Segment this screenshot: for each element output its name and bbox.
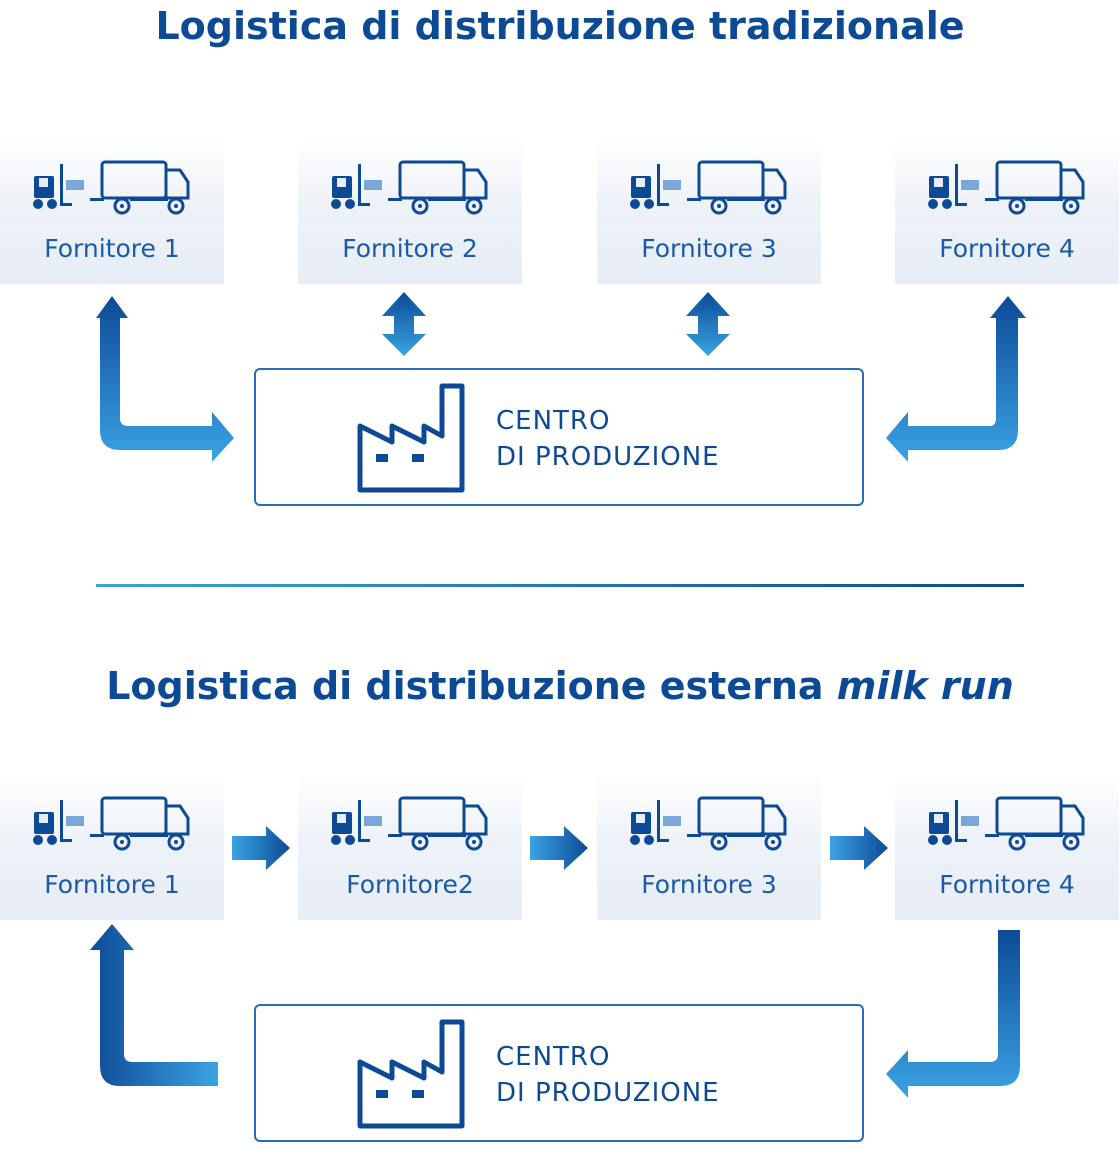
supplier-box-3: Fornitore 3 <box>597 138 821 284</box>
production-center-2: CENTRO DI PRODUZIONE <box>254 1004 864 1142</box>
supplier-box-3: Fornitore 3 <box>597 774 821 920</box>
center-label-line2: DI PRODUZIONE <box>496 1078 720 1108</box>
arrow-supplier1-center <box>96 296 234 462</box>
supplier-label: Fornitore 2 <box>342 234 478 263</box>
section2-title: Logistica di distribuzione esterna milk … <box>0 664 1120 708</box>
arrow-center-supplier1 <box>90 924 218 1086</box>
arrow-chain-1-2 <box>232 826 290 870</box>
arrow-supplier4-center <box>886 930 1020 1098</box>
arrow-chain-3-4 <box>830 826 888 870</box>
supplier-label: Fornitore 1 <box>44 870 180 899</box>
supplier-label: Fornitore2 <box>346 870 474 899</box>
arrow-supplier4-center <box>886 296 1026 462</box>
supplier-label: Fornitore 3 <box>641 234 777 263</box>
supplier-box-2: Fornitore 2 <box>298 138 522 284</box>
arrow-supplier3-center <box>686 292 730 356</box>
supplier-box-1: Fornitore 1 <box>0 774 224 920</box>
supplier-label: Fornitore 4 <box>939 870 1075 899</box>
title-main-text: Logistica di distribuzione esterna <box>106 664 837 708</box>
title-italic-text: milk run <box>836 664 1014 708</box>
center-label-line2: DI PRODUZIONE <box>496 442 720 472</box>
production-center-1: CENTRO DI PRODUZIONE <box>254 368 864 506</box>
section-divider <box>96 584 1024 587</box>
supplier-box-4: Fornitore 4 <box>895 774 1119 920</box>
supplier-box-1: Fornitore 1 <box>0 138 224 284</box>
supplier-label: Fornitore 3 <box>641 870 777 899</box>
supplier-label: Fornitore 4 <box>939 234 1075 263</box>
arrow-chain-2-3 <box>530 826 588 870</box>
section1-title: Logistica di distribuzione tradizionale <box>155 4 965 48</box>
supplier-label: Fornitore 1 <box>44 234 180 263</box>
supplier-box-2: Fornitore2 <box>298 774 522 920</box>
supplier-box-4: Fornitore 4 <box>895 138 1119 284</box>
arrow-supplier2-center <box>382 292 426 356</box>
center-label-line1: CENTRO <box>496 406 611 436</box>
center-label-line1: CENTRO <box>496 1042 611 1072</box>
